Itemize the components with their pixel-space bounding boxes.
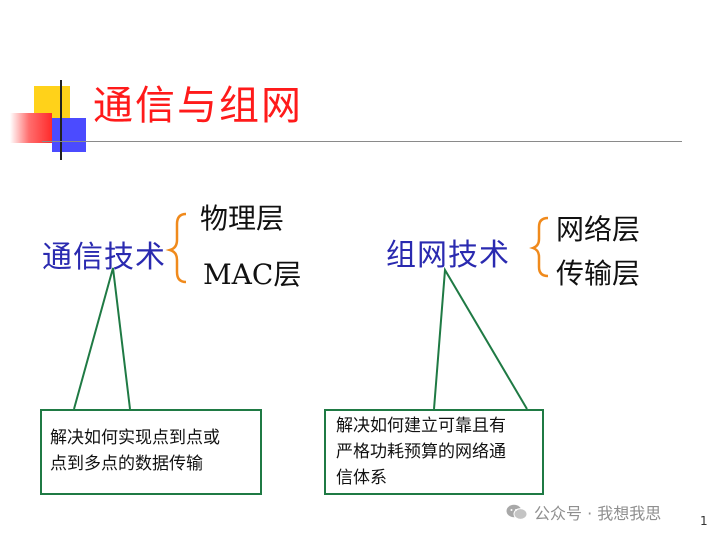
title-deco-blue-square bbox=[52, 118, 86, 152]
right-callout-line-3: 信体系 bbox=[336, 468, 387, 488]
networking-tech-label: 组网技术 bbox=[386, 238, 510, 273]
right-callout-line-2: 严格功耗预算的网络通 bbox=[336, 442, 506, 462]
watermark: 公众号 · 我想我思 bbox=[506, 500, 661, 524]
slide-title: 通信与组网 bbox=[93, 83, 303, 129]
physical-layer-item: 物理层 bbox=[200, 202, 285, 235]
mac-layer-item: MAC层 bbox=[203, 258, 302, 291]
left-callout-pointer bbox=[73, 267, 131, 410]
wechat-icon bbox=[506, 504, 528, 520]
transport-layer-item: 传输层 bbox=[556, 257, 641, 290]
title-underline bbox=[42, 141, 682, 142]
left-callout-line-2: 点到多点的数据传输 bbox=[50, 454, 203, 474]
left-callout-line-1: 解决如何实现点到点或 bbox=[50, 428, 220, 448]
page-number: 1 bbox=[700, 514, 708, 528]
right-brace bbox=[529, 216, 549, 278]
left-brace bbox=[165, 212, 187, 284]
network-layer-item: 网络层 bbox=[556, 213, 641, 246]
right-callout-pointer-fill bbox=[434, 270, 527, 409]
left-callout-pointer-fill bbox=[74, 268, 130, 409]
left-callout-box: 解决如何实现点到点或 点到多点的数据传输 bbox=[40, 409, 262, 495]
communication-tech-label: 通信技术 bbox=[42, 240, 166, 275]
right-callout-line-1: 解决如何建立可靠且有 bbox=[336, 416, 506, 436]
title-deco-red-bar bbox=[10, 113, 52, 143]
right-callout-pointer bbox=[433, 266, 528, 410]
title-deco-vertical-line bbox=[60, 80, 62, 160]
right-callout-box: 解决如何建立可靠且有 严格功耗预算的网络通 信体系 bbox=[324, 409, 544, 495]
watermark-text: 公众号 · 我想我思 bbox=[534, 504, 662, 523]
